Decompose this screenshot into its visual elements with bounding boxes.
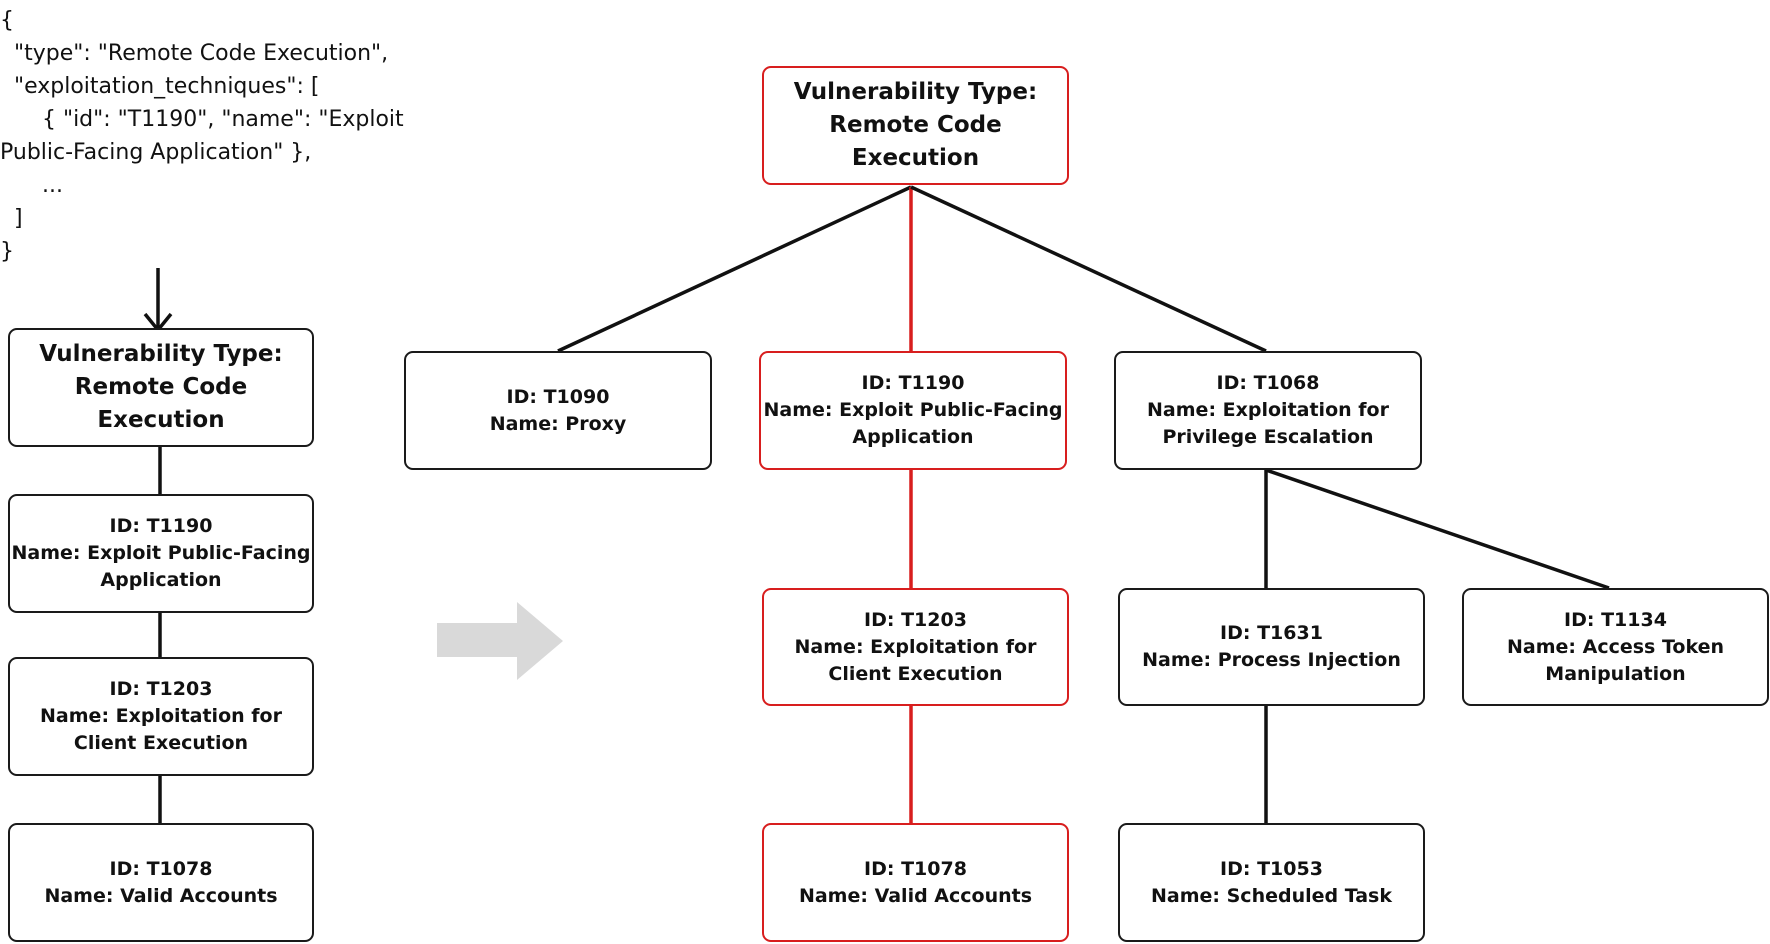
node-label: ID: T1078 [109,857,213,880]
node-label: Vulnerability Type: [39,341,283,367]
node-label: Name: Access Token [1507,635,1724,658]
node-label: Name: Exploitation for [1147,399,1389,421]
tree-node-t1203: ID: T1203 Name: Exploitation for Client … [762,588,1069,706]
json-line: "type": "Remote Code Execution", [0,41,389,66]
json-line: Public-Facing Application" }, [0,140,312,165]
node-label: Privilege Escalation [1162,426,1374,448]
json-line: } [0,239,14,264]
node-label: Client Execution [828,662,1003,685]
node-label: Name: Exploit Public-Facing [763,399,1063,421]
node-label: Client Execution [73,732,249,754]
node-label: ID: T1053 [1220,857,1323,880]
node-label: Remote Code Execution [829,112,1002,171]
left-node-t1190: ID: T1190 Name: Exploit Public-Facing Ap… [8,494,314,613]
left-node-t1078: ID: T1078 Name: Valid Accounts [8,823,314,942]
edge-root-t1068 [910,185,1267,353]
node-label: ID: T1203 [864,608,967,631]
json-line: "exploitation_techniques": [ [0,74,320,99]
node-label: Name: Exploitation for [40,705,282,727]
node-label: Name: Exploit Public-Facing [11,542,311,564]
node-label: Application [100,569,222,591]
node-label: ID: T1631 [1220,622,1323,644]
edge-root-t1090 [557,185,912,353]
node-label: Application [852,426,974,448]
node-label: Name: Proxy [489,412,627,435]
tree-node-t1078: ID: T1078 Name: Valid Accounts [762,823,1069,942]
node-label: ID: T1134 [1564,608,1667,631]
json-line: { "id": "T1190", "name": "Exploit [0,107,404,132]
node-label: Name: Exploitation for [794,635,1037,658]
node-label: ID: T1078 [864,857,967,880]
node-label: ID: T1190 [109,515,213,537]
tree-root-node: Vulnerability Type: Remote Code Executio… [762,66,1069,185]
node-label: Vulnerability Type: [793,79,1038,105]
tree-node-t1068: ID: T1068 Name: Exploitation for Privile… [1114,351,1422,470]
tree-node-t1053: ID: T1053 Name: Scheduled Task [1118,823,1425,942]
node-label: Manipulation [1545,662,1686,685]
node-label: Name: Scheduled Task [1151,884,1392,907]
json-snippet: { "type": "Remote Code Execution", "expl… [0,4,420,268]
node-label: ID: T1190 [861,372,965,394]
node-label: Remote Code Execution [74,374,248,433]
node-label: Name: Process Injection [1142,649,1401,671]
tree-node-t1134: ID: T1134 Name: Access Token Manipulatio… [1462,588,1769,706]
node-label: ID: T1068 [1216,372,1320,394]
node-label: ID: T1203 [109,678,213,700]
tree-node-t1631: ID: T1631 Name: Process Injection [1118,588,1425,706]
json-line: ] [0,206,23,231]
transform-arrow [437,602,563,680]
node-label: ID: T1090 [506,385,610,408]
node-label: Name: Valid Accounts [798,884,1033,907]
left-node-t1203: ID: T1203 Name: Exploitation for Client … [8,657,314,776]
tree-node-t1190: ID: T1190 Name: Exploit Public-Facing Ap… [759,351,1067,470]
node-label: Name: Valid Accounts [44,884,278,907]
left-root-node: Vulnerability Type: Remote Code Executio… [8,328,314,447]
json-line: { [0,8,14,33]
edge-t1068-t1134 [1265,468,1610,590]
tree-node-t1090: ID: T1090 Name: Proxy [404,351,712,470]
json-line: ... [0,173,63,198]
